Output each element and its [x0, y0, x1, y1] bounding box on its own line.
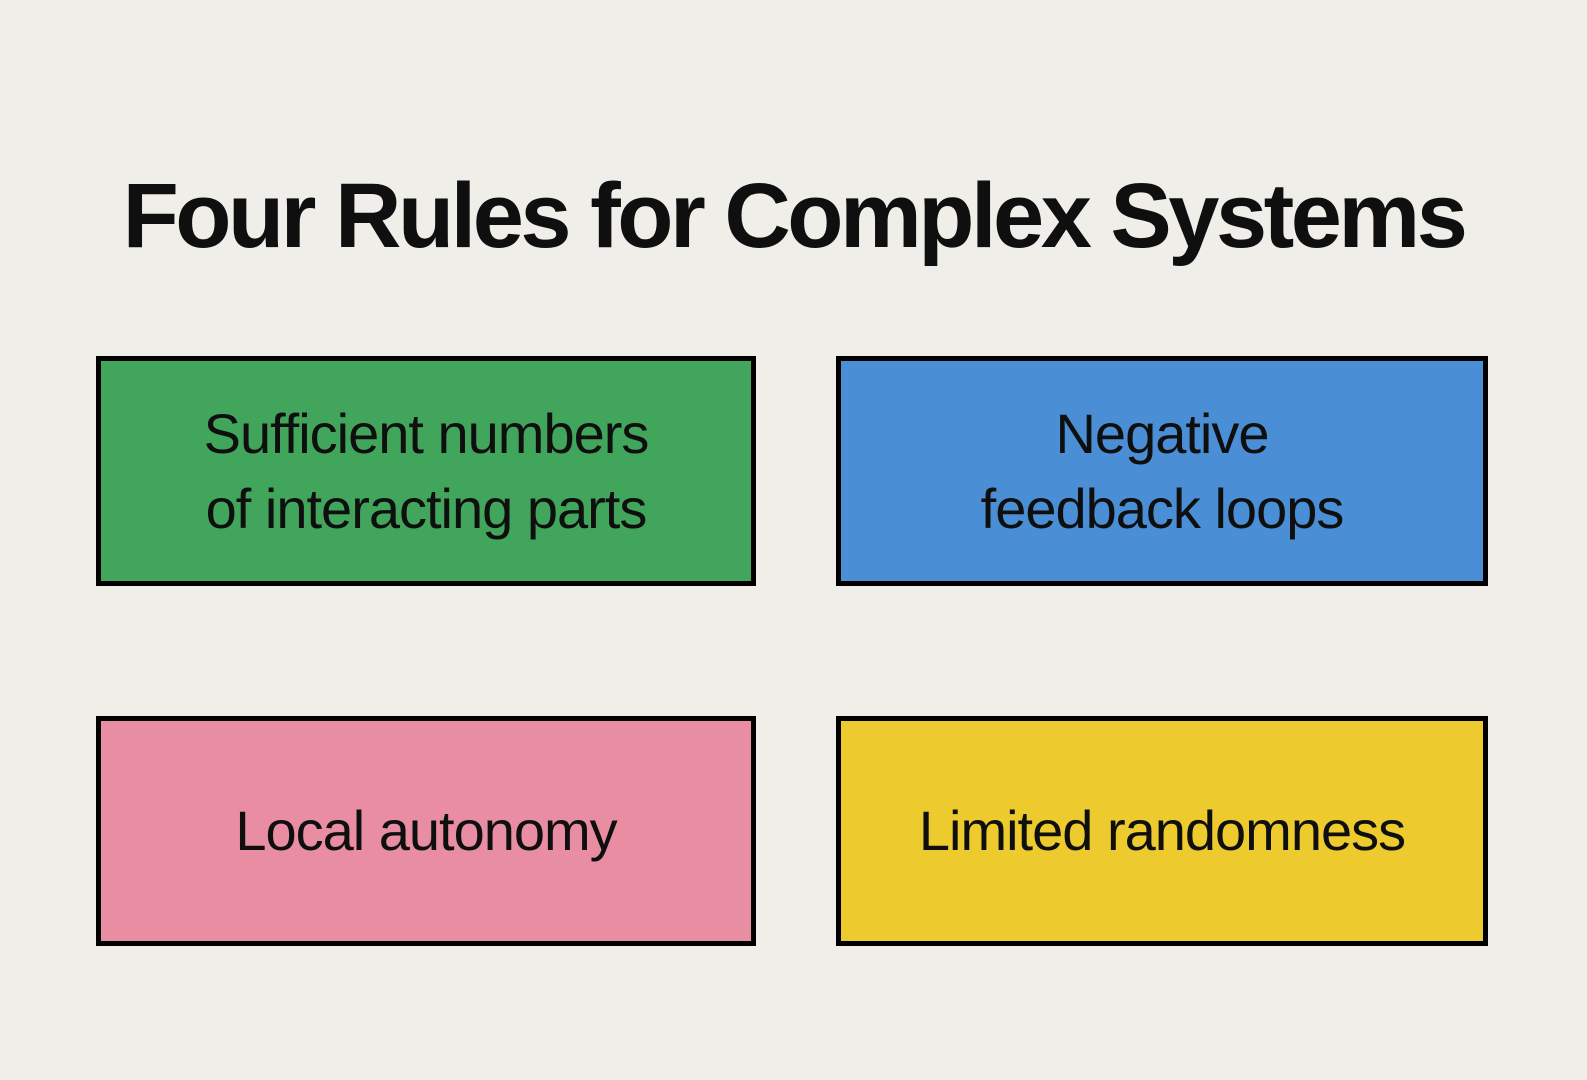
rule-label: Negative feedback loops — [980, 401, 1345, 540]
rule-label: Local autonomy — [235, 799, 617, 863]
rule-label: Limited randomness — [918, 799, 1406, 863]
page-title: Four Rules for Complex Systems — [122, 164, 1468, 267]
rule-label: Sufficient numbers of interacting parts — [203, 401, 650, 540]
rule-box-sufficient-numbers: Sufficient numbers of interacting parts — [96, 356, 756, 586]
rule-box-local-autonomy: Local autonomy — [96, 716, 756, 946]
rule-box-limited-randomness: Limited randomness — [836, 716, 1488, 946]
rule-box-negative-feedback: Negative feedback loops — [836, 356, 1488, 586]
